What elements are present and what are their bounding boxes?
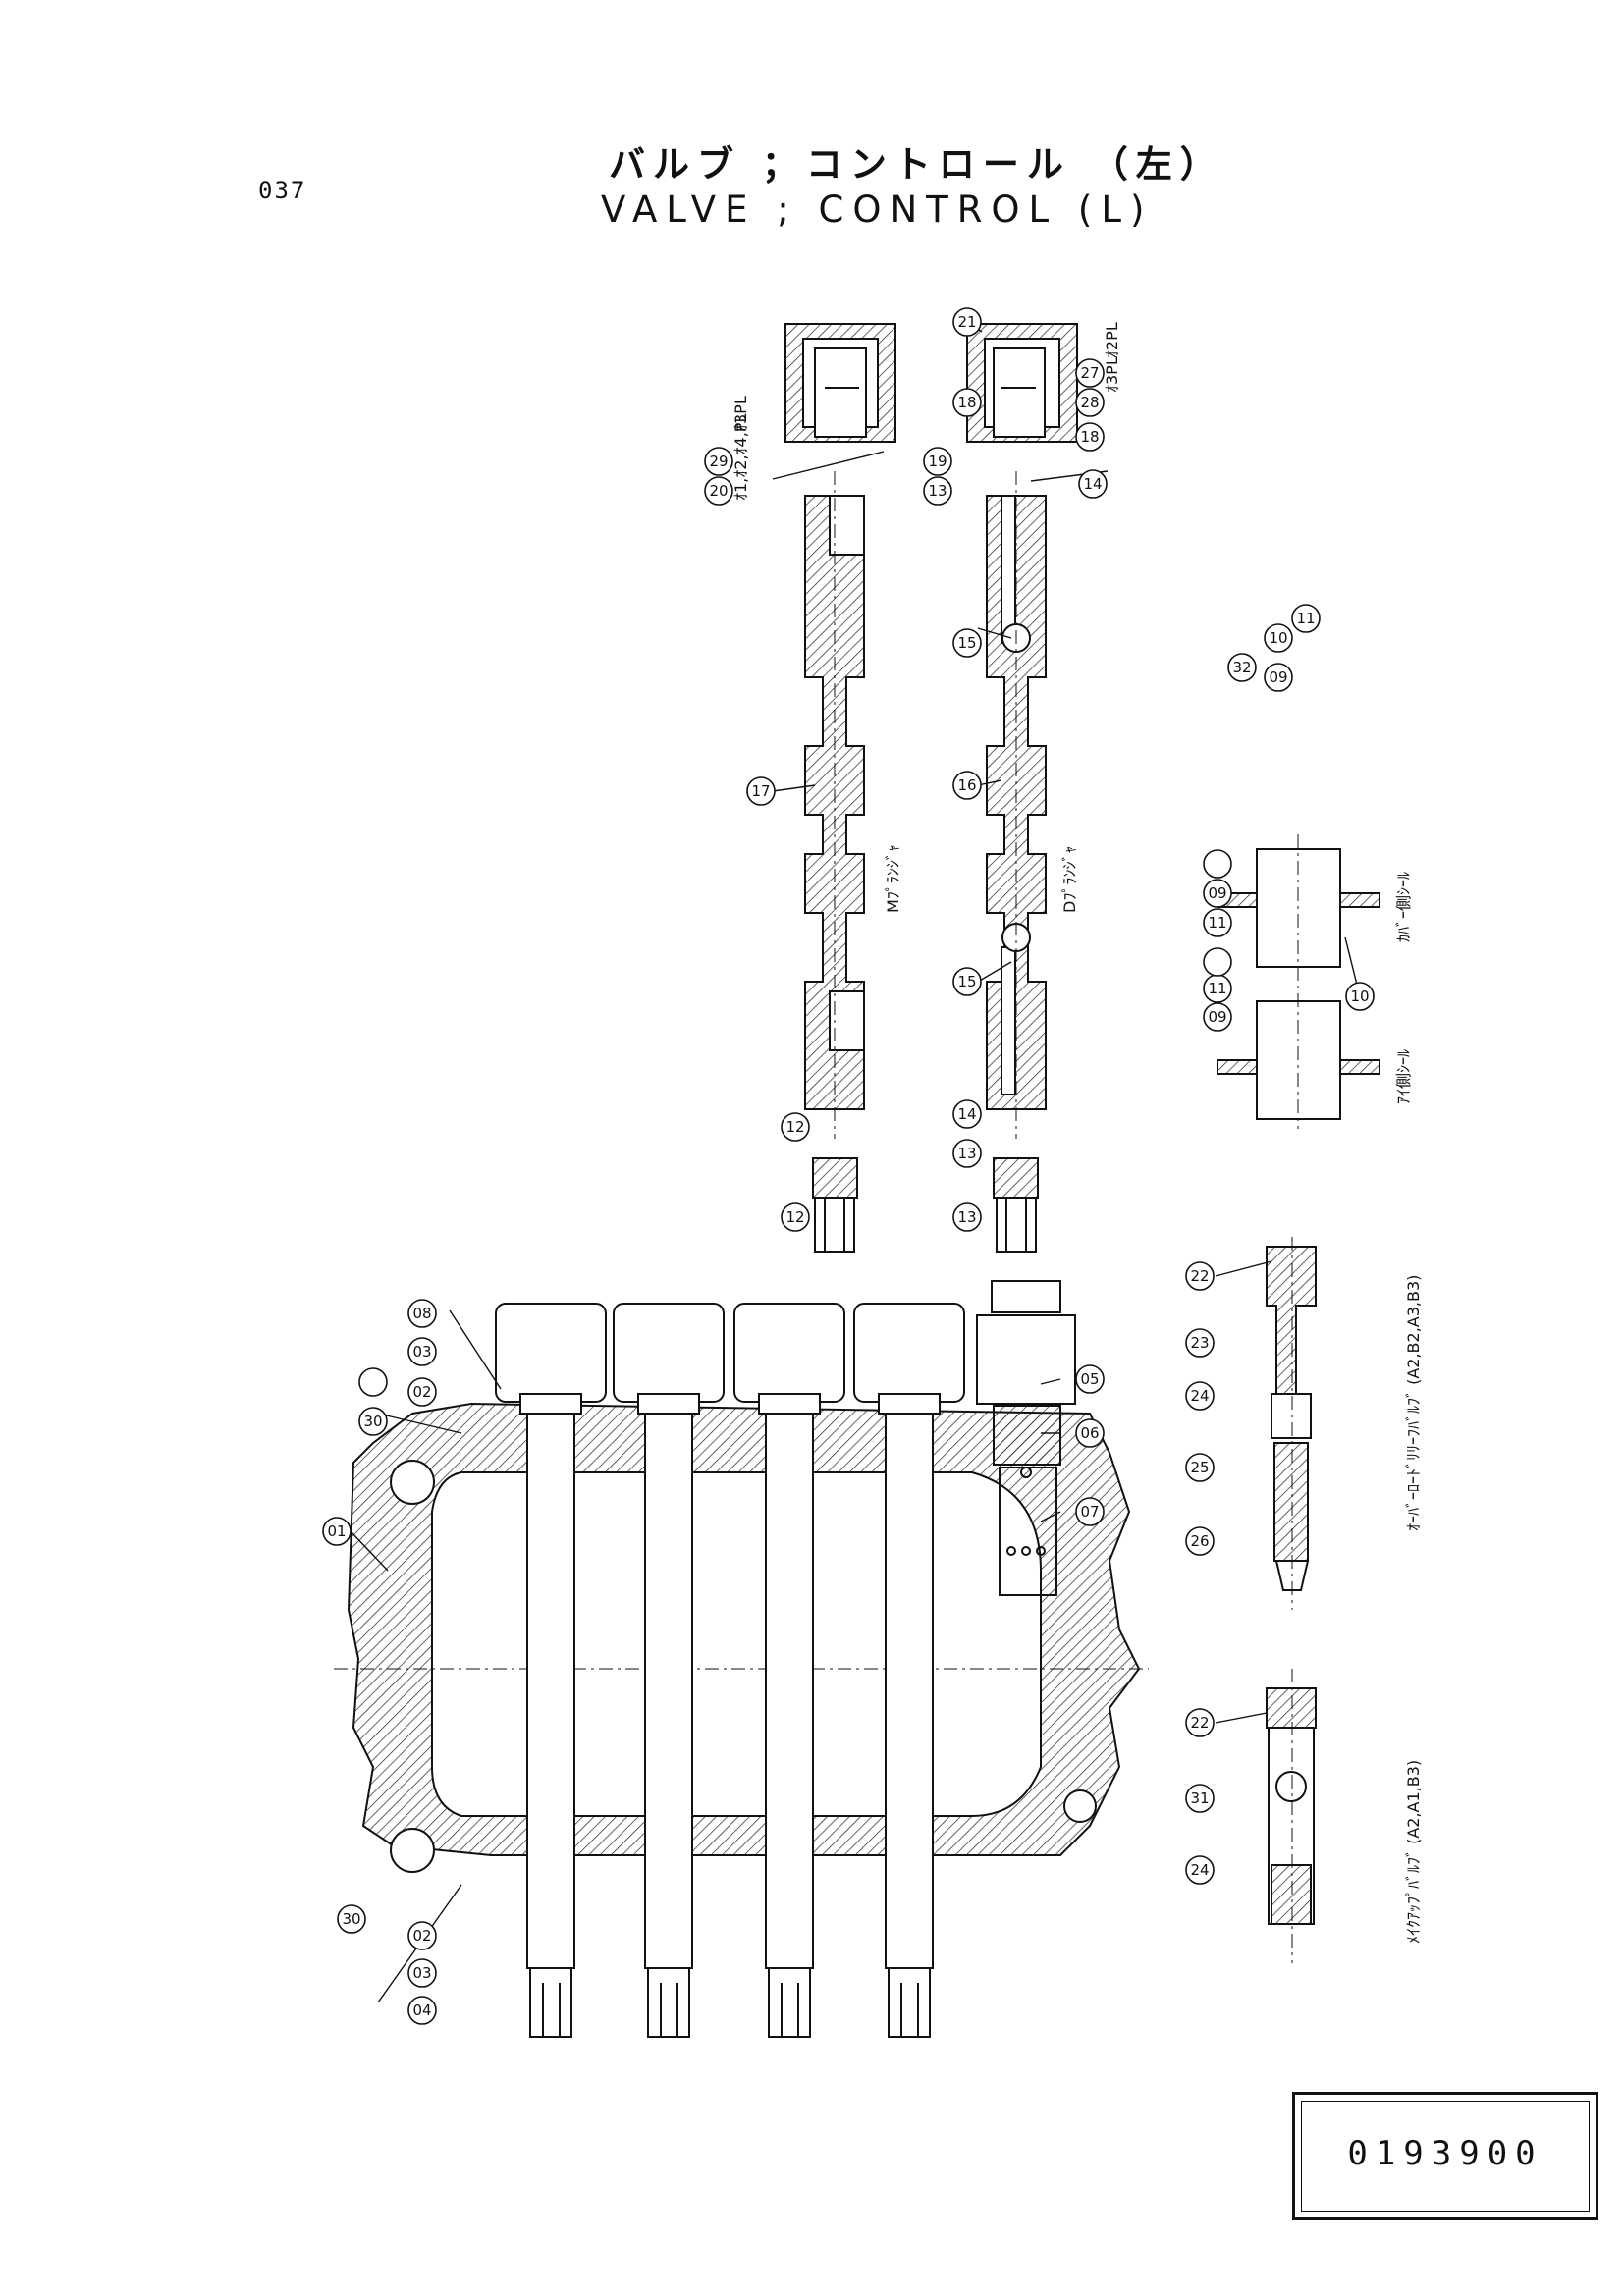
- callout-21: 21: [957, 313, 976, 331]
- callout-32: 32: [1232, 659, 1251, 676]
- callout-27: 27: [1080, 364, 1099, 382]
- callout-31: 31: [1190, 1789, 1209, 1807]
- callout-20: 20: [709, 482, 728, 500]
- plunger-end-right: [993, 1157, 1039, 1253]
- spring-cap-left: [784, 323, 896, 443]
- callout-03b: 03: [412, 1964, 431, 1982]
- label-d-plunger: Dﾌﾟﾗﾝｼﾞｬ: [1060, 846, 1079, 913]
- spring-cap-right: [966, 323, 1078, 443]
- callout-23: 23: [1190, 1334, 1209, 1352]
- callout-16: 16: [957, 776, 976, 794]
- m-plunger: [804, 471, 865, 1139]
- callout-12b: 12: [785, 1208, 804, 1226]
- label-m-plunger: Mﾌﾟﾗﾝｼﾞｬ: [884, 844, 902, 913]
- spools: [519, 1393, 941, 1969]
- callout-01: 01: [327, 1522, 346, 1540]
- note-29: ｵ3PL: [731, 396, 750, 432]
- callout-11b: 11: [1208, 914, 1226, 932]
- label-overload-valve: ｵｰﾊﾞｰﾛｰﾄﾞﾘﾘｰﾌﾊﾞﾙﾌﾞ (A2,B2,A3,B3): [1404, 1275, 1423, 1531]
- callout-02b: 02: [412, 1927, 431, 1945]
- label-makeup-valve: ﾒｲｸｱｯﾌﾟﾊﾞﾙﾌﾞ (A2,A1,B3): [1404, 1760, 1423, 1944]
- callout-09a: 09: [1269, 668, 1287, 686]
- callout-11a: 11: [1296, 610, 1315, 627]
- callout-22b: 22: [1190, 1714, 1209, 1732]
- callout-13a: 13: [928, 482, 947, 500]
- callout-18a: 18: [957, 394, 976, 411]
- callout-18b: 18: [1080, 428, 1099, 446]
- d-plunger: [986, 471, 1047, 1139]
- makeup-valve: [1266, 1669, 1317, 1963]
- main-relief-valve: [976, 1280, 1076, 1596]
- note-28: ｵ3PL: [1103, 356, 1121, 393]
- callout-07: 07: [1080, 1503, 1099, 1521]
- callout-26: 26: [1190, 1532, 1209, 1550]
- callout-19: 19: [928, 453, 947, 470]
- callout-24b: 24: [1190, 1861, 1209, 1879]
- part-number-box: 0193900: [1292, 2092, 1598, 2220]
- callout-22a: 22: [1190, 1267, 1209, 1285]
- callout-15a: 15: [957, 634, 976, 652]
- valve-body: [334, 1402, 1149, 1873]
- callout-24a: 24: [1190, 1387, 1209, 1405]
- callout-30b: 30: [342, 1910, 360, 1928]
- callout-02a: 02: [412, 1383, 431, 1401]
- callout-13c: 13: [957, 1208, 976, 1226]
- leader-lines: [350, 321, 1361, 2003]
- callout-06: 06: [1080, 1424, 1099, 1442]
- callout-28: 28: [1080, 394, 1099, 411]
- plunger-end-left: [812, 1157, 858, 1253]
- label-cover-seal: ｶﾊﾞｰ側ｼｰﾙ: [1394, 872, 1413, 942]
- spool-ends: [529, 1967, 931, 2038]
- overload-relief-valve: [1266, 1237, 1317, 1610]
- callout-09b: 09: [1208, 884, 1226, 902]
- callout-09c: 09: [1208, 1008, 1226, 1026]
- callout-17: 17: [751, 782, 770, 800]
- callout-14b: 14: [957, 1105, 976, 1123]
- seal-detail: [1217, 834, 1380, 1129]
- label-eye-seal: ｱｲ側ｼｰﾙ: [1394, 1049, 1413, 1104]
- callout-29: 29: [709, 453, 728, 470]
- callout-11c: 11: [1208, 980, 1226, 997]
- callout-10b: 10: [1350, 988, 1369, 1005]
- callout-03a: 03: [412, 1343, 431, 1361]
- callout-14a: 14: [1083, 475, 1102, 493]
- callout-25: 25: [1190, 1459, 1209, 1476]
- callout-13b: 13: [957, 1145, 976, 1162]
- title-japanese: バルブ ；コントロール （左）: [609, 143, 1224, 186]
- part-number-inner-frame: [1301, 2101, 1590, 2212]
- spool-caps: [495, 1303, 965, 1403]
- callout-08: 08: [412, 1305, 431, 1322]
- callout-12a: 12: [785, 1118, 804, 1136]
- callout-10a: 10: [1269, 629, 1287, 647]
- title-english: VALVE ; CONTROL (L): [601, 188, 1154, 231]
- page-number: 037: [258, 177, 307, 204]
- callout-circles: [322, 307, 1375, 2025]
- callout-05: 05: [1080, 1370, 1099, 1388]
- note-20: ｵ1,ｵ2,ｵ4,PL: [731, 414, 750, 501]
- callout-15b: 15: [957, 973, 976, 990]
- part-number: 0193900: [1347, 2134, 1543, 2173]
- callout-30a: 30: [363, 1413, 382, 1430]
- callout-04: 04: [412, 2002, 431, 2019]
- note-27: ｵ2PL: [1103, 322, 1121, 358]
